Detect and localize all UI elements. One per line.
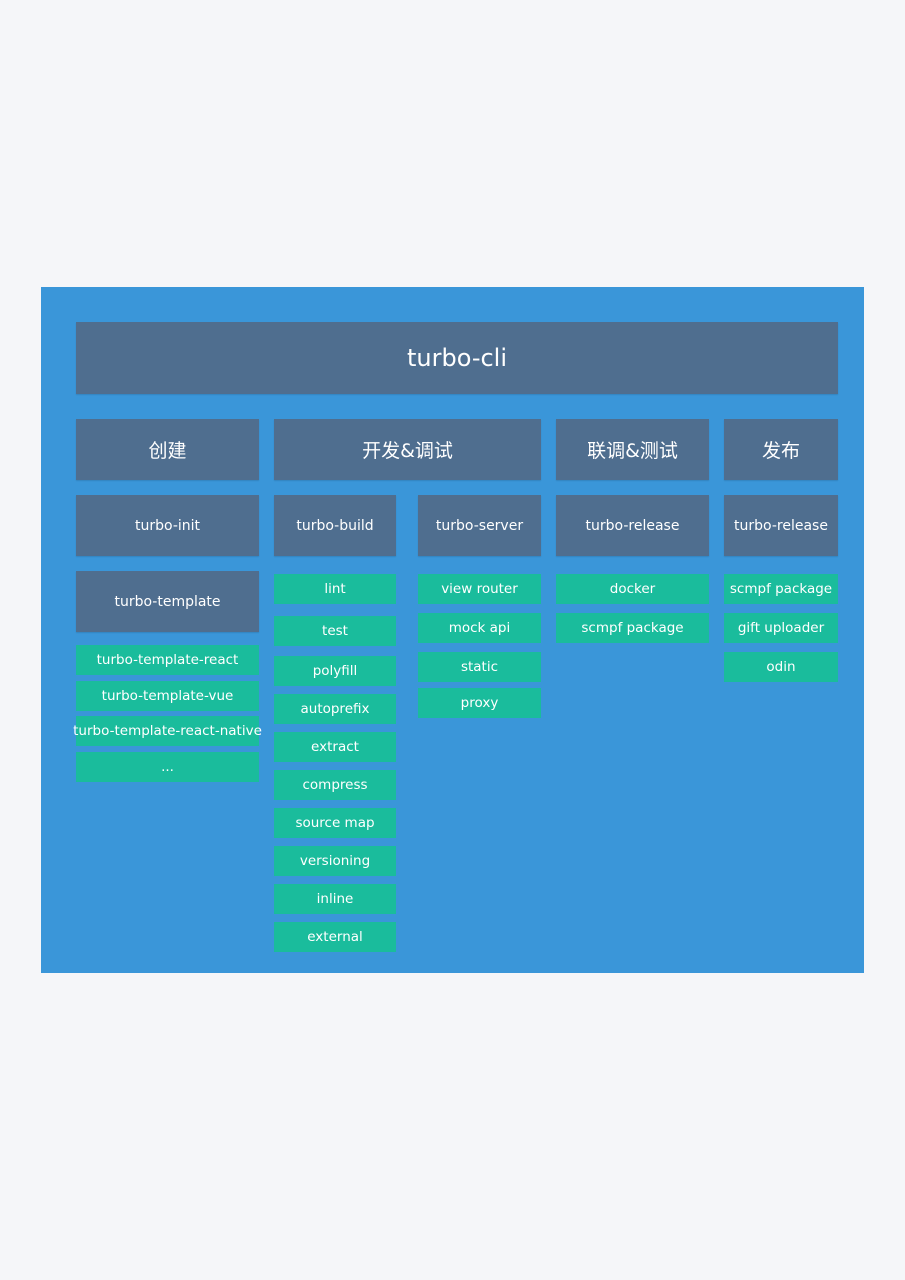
module-turbo-release-publish: turbo-release <box>724 495 838 556</box>
feature-item: ... <box>76 752 259 782</box>
module-turbo-release-integration: turbo-release <box>556 495 709 556</box>
architecture-panel: turbo-cli 创建 开发&调试 联调&测试 发布 turbo-init t… <box>41 287 864 973</box>
feature-item: turbo-template-react-native <box>73 716 262 746</box>
feature-item: test <box>274 616 396 646</box>
feature-item: scmpf package <box>556 613 709 643</box>
module-turbo-template: turbo-template <box>76 571 259 632</box>
feature-item: view router <box>418 574 541 604</box>
feature-item: extract <box>274 732 396 762</box>
feature-item: proxy <box>418 688 541 718</box>
feature-item: external <box>274 922 396 952</box>
feature-item: docker <box>556 574 709 604</box>
phase-integration-test: 联调&测试 <box>556 419 709 480</box>
module-turbo-build: turbo-build <box>274 495 396 556</box>
feature-item: lint <box>274 574 396 604</box>
feature-item: odin <box>724 652 838 682</box>
root-node: turbo-cli <box>76 322 838 394</box>
feature-item: inline <box>274 884 396 914</box>
feature-item: autoprefix <box>274 694 396 724</box>
feature-item: scmpf package <box>724 574 838 604</box>
feature-item: gift uploader <box>724 613 838 643</box>
feature-item: polyfill <box>274 656 396 686</box>
module-turbo-init: turbo-init <box>76 495 259 556</box>
feature-item: compress <box>274 770 396 800</box>
feature-item: versioning <box>274 846 396 876</box>
feature-item: turbo-template-react <box>76 645 259 675</box>
phase-create: 创建 <box>76 419 259 480</box>
phase-publish: 发布 <box>724 419 838 480</box>
feature-item: source map <box>274 808 396 838</box>
phase-develop-debug: 开发&调试 <box>274 419 541 480</box>
module-turbo-server: turbo-server <box>418 495 541 556</box>
feature-item: turbo-template-vue <box>76 681 259 711</box>
feature-item: mock api <box>418 613 541 643</box>
feature-item: static <box>418 652 541 682</box>
